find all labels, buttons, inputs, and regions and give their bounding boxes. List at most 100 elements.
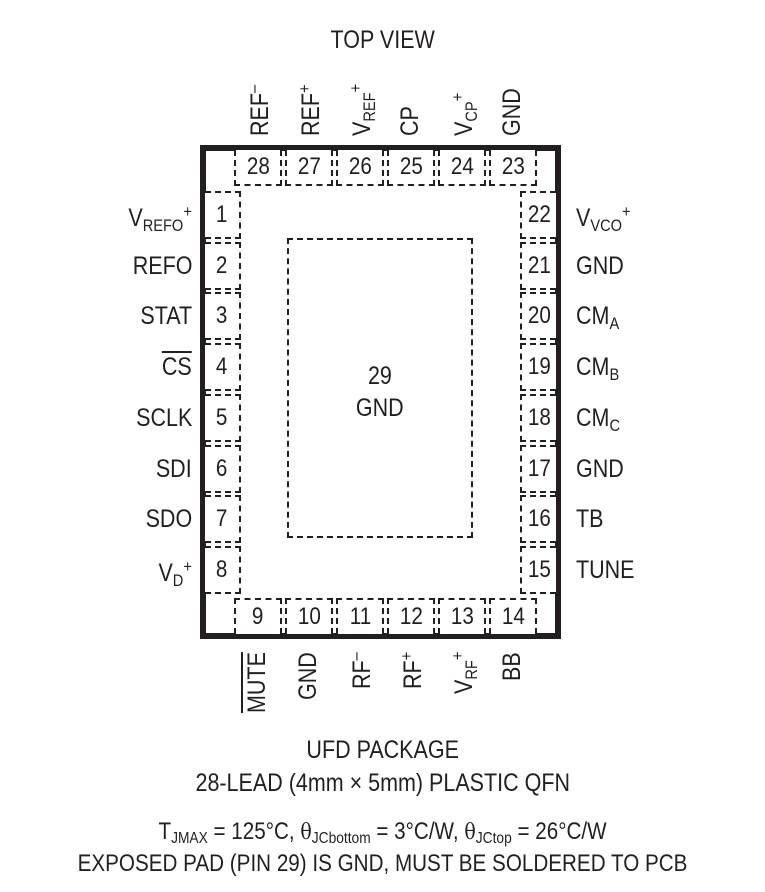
- pin-10-label-main: GND: [294, 651, 322, 700]
- pin-5-pad-number: 5: [216, 403, 228, 431]
- view-title: TOP VIEW: [330, 26, 435, 54]
- pin-7-label-main: SDO: [145, 505, 192, 534]
- pin-6-label: SDI: [60, 456, 192, 482]
- pin-5-label-main: SCLK: [135, 403, 192, 432]
- pin-24-label-main: V: [450, 121, 478, 136]
- pin-9-label-text: MUTE: [243, 652, 271, 713]
- pin-24-pad: 24: [438, 150, 486, 186]
- pin-19-label-text: CMB: [576, 353, 620, 385]
- pin-22-label-text: VVCO+: [576, 203, 631, 234]
- pin-1-label: VREFO+: [60, 203, 192, 234]
- pin-10-pad-number: 10: [297, 603, 321, 630]
- pin-23-label-text: GND: [498, 88, 526, 136]
- package-body-outline: [200, 145, 561, 639]
- pin-10-label-text: GND: [294, 651, 322, 700]
- jctop-value: = 26°C/W: [511, 818, 607, 845]
- jcbottom-value: = 3°C/W,: [370, 818, 465, 845]
- jctop-subscript: JCtop: [475, 830, 512, 847]
- pin-6-pad-number: 6: [216, 454, 228, 482]
- pin-28-label-main: REF: [246, 93, 274, 136]
- pin-23-pad-number: 23: [501, 153, 525, 180]
- pin-3-label: STAT: [60, 304, 192, 329]
- pin-27-pad-number: 27: [297, 153, 321, 180]
- pin-25-pad-number: 25: [399, 153, 423, 180]
- pin-28-pad-number: 28: [246, 153, 270, 180]
- pin-1-label-main: V: [128, 204, 143, 232]
- pin-17-label-text: GND: [576, 454, 624, 483]
- pin-22-pad-number: 22: [527, 201, 551, 228]
- tjmax-subscript: JMAX: [171, 830, 208, 847]
- pin-21-label-main: GND: [576, 251, 624, 280]
- pin-26-label-sub: REF: [360, 92, 379, 122]
- pin-24-label-text: VCP+: [448, 92, 481, 136]
- pin-4-pad: 4: [205, 343, 241, 392]
- pin-22-label-main: V: [576, 204, 591, 232]
- pin-23-pad: 23: [489, 150, 537, 186]
- pin-20-label-main: CM: [576, 302, 610, 331]
- exposed-pad-number: 29: [368, 362, 392, 390]
- pin-5-label: SCLK: [60, 403, 192, 432]
- pin-24-label-sup: +: [448, 92, 467, 102]
- pin-14-label-text: BB: [498, 651, 526, 681]
- pin-9-pad: 9: [234, 598, 282, 634]
- tjmax-value: = 125°C,: [207, 818, 301, 845]
- pin-26-label-main: V: [348, 121, 376, 136]
- pin-3-label-main: STAT: [140, 302, 192, 331]
- theta-jcbottom-symbol: θ: [300, 820, 312, 845]
- pin-2-pad-number: 2: [216, 251, 228, 279]
- pin-6-label-text: SDI: [156, 456, 192, 482]
- pin-17-pad-number: 17: [527, 454, 551, 482]
- pin-19-label-sub: B: [609, 365, 620, 385]
- pin-18-pad-number: 18: [527, 403, 551, 431]
- pin-1-pad: 1: [205, 191, 241, 239]
- pin-27-label-sup: +: [295, 84, 314, 93]
- pin-7-pad: 7: [205, 495, 241, 544]
- pin-3-label-text: STAT: [140, 304, 192, 329]
- pin-16-pad-number: 16: [527, 505, 551, 533]
- pin-24-pad-number: 24: [450, 153, 474, 180]
- tjmax-symbol: T: [158, 818, 172, 845]
- pin-12-label-text: RF+: [397, 652, 427, 689]
- pin-17-label: GND: [576, 454, 726, 483]
- pin-6-pad: 6: [205, 444, 241, 493]
- pin-11-label-text: RF–: [346, 652, 376, 689]
- pin-20-label: CMA: [576, 302, 726, 333]
- pin-15-pad-number: 15: [527, 555, 551, 583]
- pin-27-label-main: REF: [297, 93, 325, 136]
- pin-20-pad: 20: [520, 292, 556, 341]
- pin-2-label-main: REFO: [132, 251, 192, 280]
- pin-5-pad: 5: [205, 393, 241, 442]
- pin-19-label: CMB: [576, 353, 726, 385]
- pin-26-pad: 26: [336, 150, 384, 186]
- pin-1-label-text: VREFO+: [128, 203, 192, 234]
- exposed-pad-name: GND: [356, 394, 404, 422]
- pin-16-pad: 16: [520, 495, 556, 544]
- pin-15-pad: 15: [520, 545, 556, 594]
- exposed-pad-note: EXPOSED PAD (PIN 29) IS GND, MUST BE SOL…: [77, 850, 688, 877]
- pin-10-pad: 10: [285, 598, 333, 634]
- pin-11-label-main: RF: [348, 660, 376, 689]
- pin-22-label-sup: +: [622, 202, 631, 221]
- pin-19-label-main: CM: [576, 353, 610, 382]
- pin-26-label-text: VREF+: [346, 84, 379, 136]
- pin-11-pad-number: 11: [349, 603, 371, 630]
- pin-26-pad-number: 26: [348, 153, 372, 180]
- pin-4-label: CS: [60, 355, 192, 380]
- pin-13-label-sup: +: [448, 651, 467, 661]
- pin-27-label-text: REF+: [295, 84, 325, 136]
- pin-28-pad: 28: [234, 150, 282, 186]
- pin-8-label-sup: +: [183, 556, 192, 576]
- pin-13-label-sub: RF: [462, 660, 481, 681]
- pin-13-label-text: VRF+: [448, 651, 481, 695]
- pin-15-label: TUNE: [576, 557, 726, 583]
- pin-28-label-sup: –: [244, 84, 263, 93]
- pin-13-pad-number: 13: [450, 603, 474, 630]
- pin-14-label-main: BB: [498, 651, 526, 681]
- pin-25-label-main: CP: [396, 106, 424, 136]
- pin-17-label-main: GND: [576, 454, 624, 483]
- pin-16-label: TB: [576, 507, 726, 532]
- pin-28-label-text: REF–: [244, 84, 274, 136]
- pin-13-label-main: V: [450, 680, 478, 695]
- pin-9-pad-number: 9: [252, 603, 264, 630]
- pin-1-label-sub: REFO: [142, 216, 184, 235]
